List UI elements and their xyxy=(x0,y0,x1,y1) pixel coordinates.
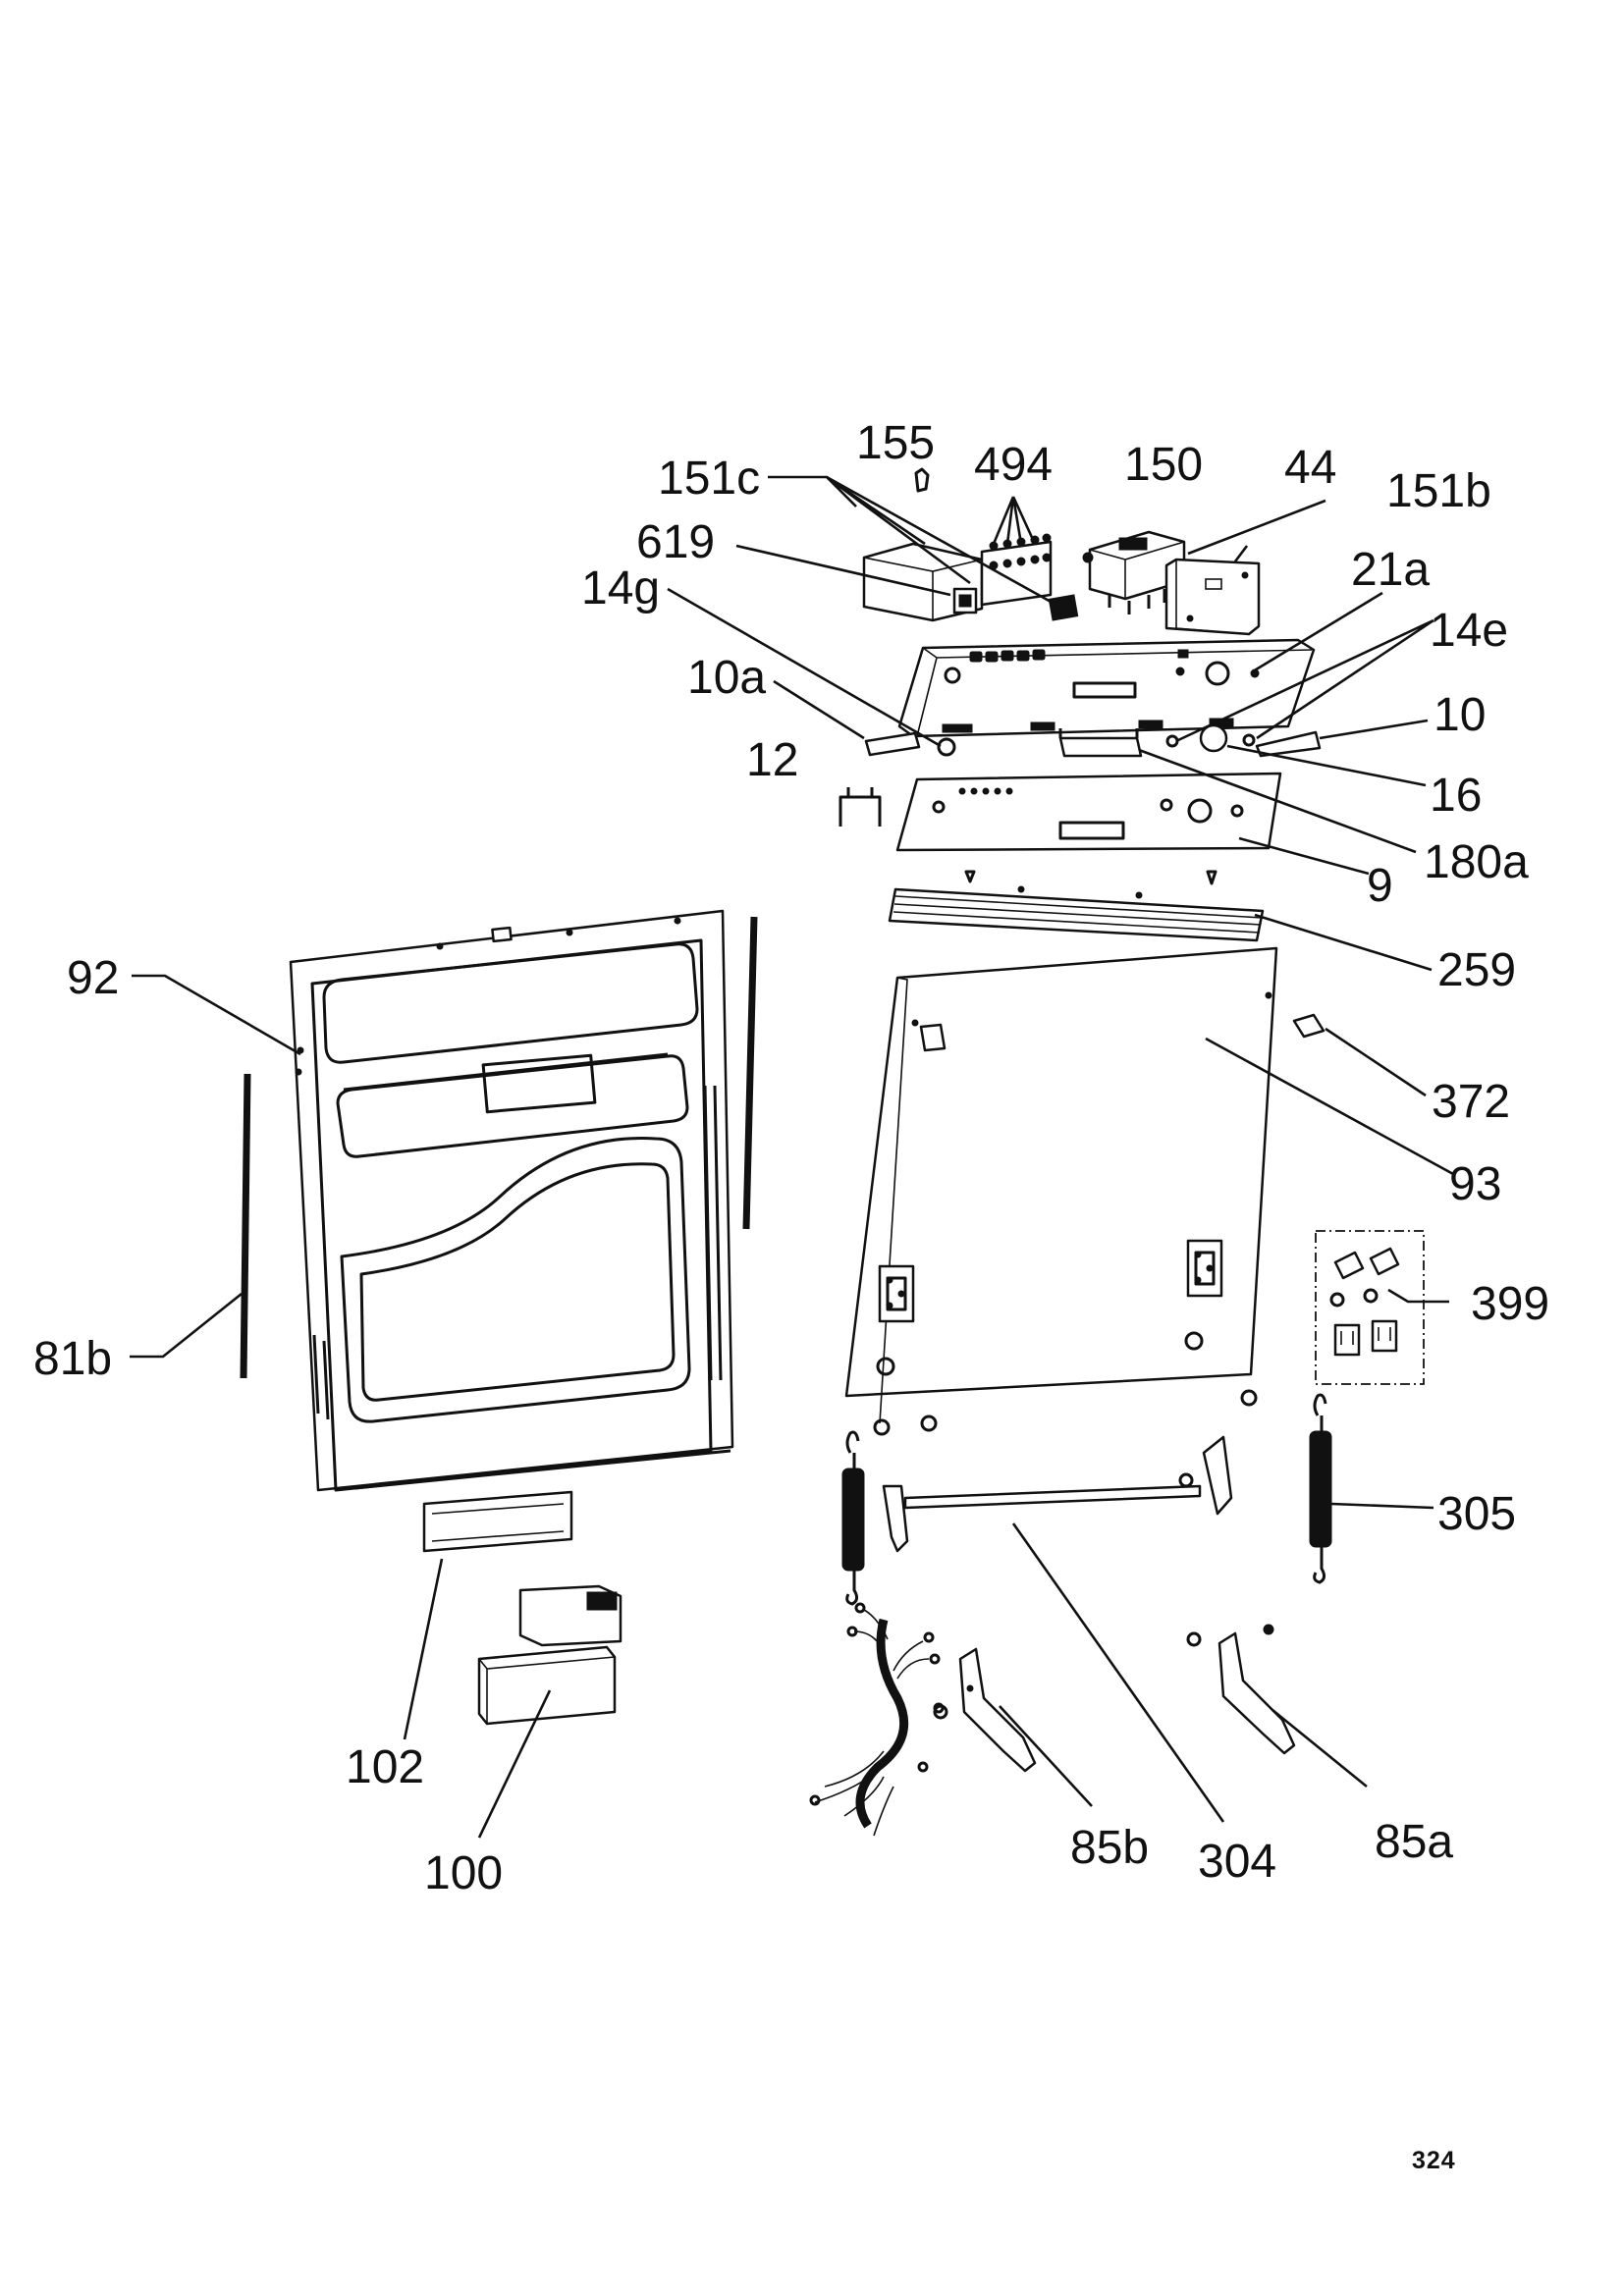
label-14e: 14e xyxy=(1430,605,1508,657)
part-151c-module-box xyxy=(862,542,984,622)
part-81b-seal-right xyxy=(742,916,758,1230)
part-14g-button xyxy=(937,737,956,757)
label-93: 93 xyxy=(1449,1158,1501,1210)
part-372-plug xyxy=(1292,1013,1325,1039)
label-85a: 85a xyxy=(1375,1816,1453,1868)
part-16-knob xyxy=(1199,723,1228,753)
label-150: 150 xyxy=(1124,439,1203,491)
part-155-screw xyxy=(914,467,930,493)
part-304-hinge-rod xyxy=(873,1389,1258,1553)
label-619: 619 xyxy=(636,516,715,568)
label-304: 304 xyxy=(1198,1836,1276,1888)
part-180a-holder xyxy=(1058,728,1143,758)
label-372: 372 xyxy=(1432,1076,1510,1128)
leader-lines xyxy=(130,475,1454,1839)
part-100-dispenser xyxy=(477,1584,622,1726)
part-619-connector xyxy=(952,587,978,614)
label-85b: 85b xyxy=(1070,1822,1149,1874)
part-93-outer-door-panel xyxy=(844,946,1278,1424)
label-21a: 21a xyxy=(1351,544,1430,596)
label-399: 399 xyxy=(1471,1278,1549,1330)
label-259: 259 xyxy=(1437,944,1516,996)
label-10a: 10a xyxy=(687,652,766,704)
label-102: 102 xyxy=(346,1741,424,1793)
label-10: 10 xyxy=(1434,689,1486,741)
part-305-spring-right xyxy=(1309,1393,1332,1584)
label-151b: 151b xyxy=(1386,465,1491,517)
part-10a-display-lens xyxy=(864,731,921,757)
part-14e-buttons xyxy=(1165,733,1256,748)
part-12-clip xyxy=(839,787,882,827)
label-151c: 151c xyxy=(658,453,760,505)
label-14g: 14g xyxy=(581,562,660,614)
part-305-spring-left xyxy=(841,1430,865,1606)
label-81b: 81b xyxy=(33,1333,112,1385)
label-100: 100 xyxy=(424,1847,503,1899)
part-81b-seal-left xyxy=(240,1073,251,1379)
part-151c-switch xyxy=(1048,594,1079,621)
part-labels: 155 494 150 44 151c 151b 619 21a 14g 14e… xyxy=(33,417,1549,1899)
label-9: 9 xyxy=(1367,860,1393,912)
label-92: 92 xyxy=(67,952,119,1004)
part-150-selector-switch xyxy=(1082,530,1186,614)
part-85a-hinge-right xyxy=(1186,1624,1296,1755)
part-21a-control-panel xyxy=(897,638,1316,738)
label-180a: 180a xyxy=(1424,836,1529,888)
part-151b-control-board xyxy=(1164,558,1261,636)
wiring-harness xyxy=(809,1602,945,1837)
part-399-fixing-kit xyxy=(1315,1230,1425,1385)
part-92-inner-door xyxy=(289,909,734,1492)
part-9-front-fascia xyxy=(895,772,1282,852)
label-16: 16 xyxy=(1430,770,1482,822)
part-102-bracket xyxy=(422,1490,573,1553)
label-305: 305 xyxy=(1437,1488,1516,1540)
part-494-board xyxy=(980,533,1053,607)
label-44: 44 xyxy=(1284,442,1336,494)
page-number: 324 xyxy=(1412,2147,1456,2174)
part-259-vent-strip xyxy=(888,870,1265,942)
label-12: 12 xyxy=(746,734,798,786)
label-494: 494 xyxy=(974,439,1053,491)
label-155: 155 xyxy=(856,417,935,469)
part-85b-hinge-left xyxy=(933,1647,1037,1773)
part-10-lever xyxy=(1255,730,1322,758)
